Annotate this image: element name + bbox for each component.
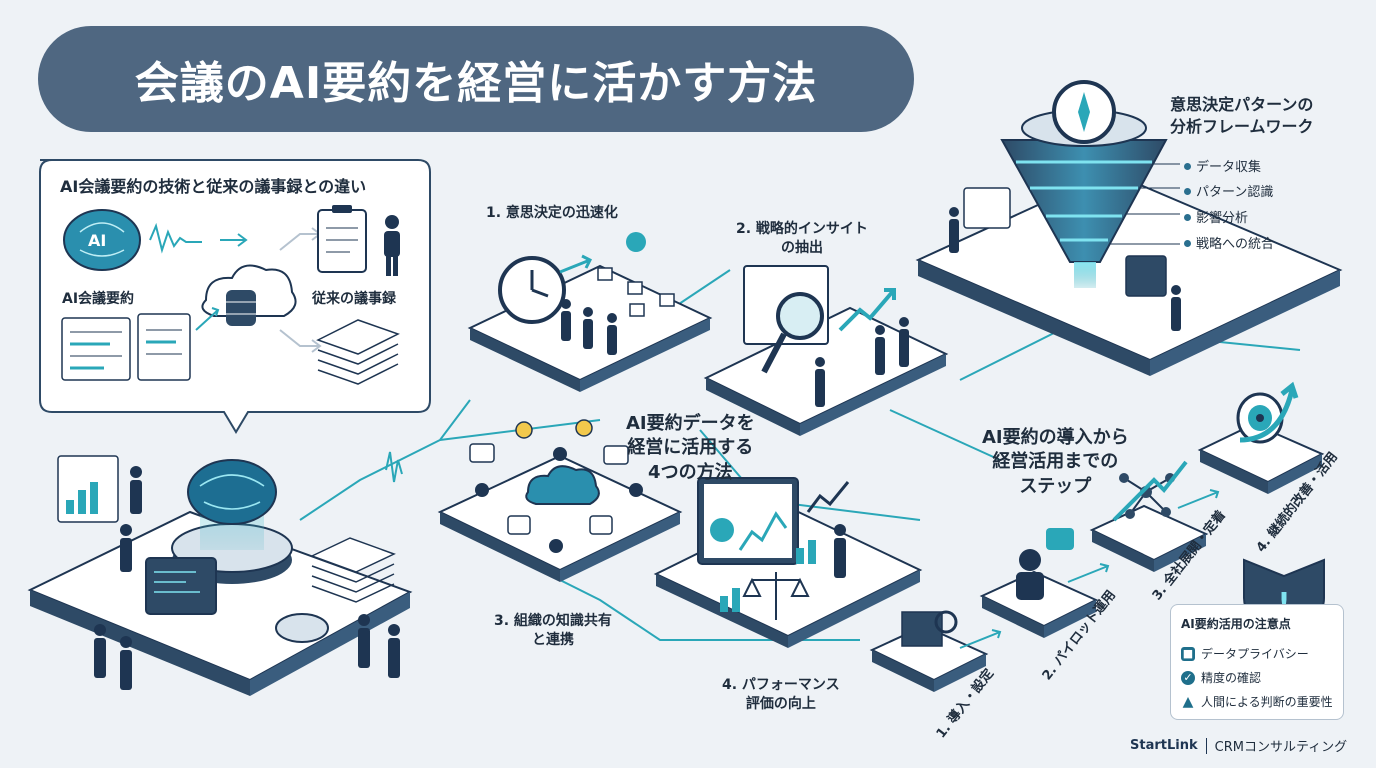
ai-summary-label: AI会議要約	[62, 291, 135, 307]
growth-arrow-icon	[838, 288, 896, 332]
page-title: 会議のAI要約を経営に活かす方法	[134, 58, 818, 109]
cautions-title: AI要約活用の注意点	[1181, 617, 1291, 631]
framework-item: データ収集	[1196, 160, 1262, 175]
waveform-icon	[149, 222, 202, 254]
method-2-label: 2. 戦略的インサイト の抽出	[736, 221, 868, 256]
traditional-minutes-label: 従来の議事録	[312, 291, 396, 307]
gear-icon	[934, 610, 958, 634]
chat-icon	[1046, 528, 1074, 550]
lock-icon: ■	[1181, 646, 1195, 661]
balance-scale-icon	[742, 572, 810, 620]
ai-hub-platform	[27, 451, 413, 696]
lightbulb-icon	[515, 421, 533, 439]
cloud-icon	[525, 465, 600, 505]
title-banner	[38, 26, 914, 132]
ai-chip-label: AI	[88, 231, 107, 250]
method1-platform	[467, 232, 713, 392]
comparison-bubble	[39, 159, 431, 434]
framework-item: 戦略への統合	[1196, 237, 1275, 252]
paper-stack-icon	[316, 319, 400, 385]
brand-logo: StartLink	[1130, 738, 1198, 753]
framework-item: パターン認識	[1196, 185, 1274, 200]
cautions-panel: AI要約活用の注意点 ■ データプライバシー ✓ 精度の確認 ▲ 人間による判断…	[1170, 604, 1344, 720]
check-icon: ✓	[1181, 670, 1195, 685]
framework-platform	[915, 80, 1343, 376]
people-icons	[94, 466, 400, 690]
magnifier-icon	[776, 292, 824, 340]
person-icon	[1016, 549, 1044, 600]
computer-monitor-icon	[145, 557, 217, 615]
framework-title: 意思決定パターンの 分析フレームワーク	[1170, 95, 1314, 136]
method-1-label: 1. 意思決定の迅速化	[486, 205, 618, 221]
brand-footer: StartLink CRMコンサルティング	[1130, 736, 1347, 755]
toolbox-icon	[901, 611, 943, 647]
caution-item: ▲ 人間による判断の重要性	[1182, 693, 1333, 710]
warning-icon: ▲	[1182, 693, 1194, 710]
waveform-icon	[385, 451, 403, 483]
person-icon	[384, 215, 400, 276]
comparison-title: AI会議要約の技術と従来の議事録との違い	[60, 177, 367, 196]
method4-platform	[653, 477, 923, 648]
glowing-brain-icon	[187, 459, 277, 525]
method2-platform	[703, 265, 949, 436]
steps-title: AI要約の導入から 経営活用までの ステップ	[982, 427, 1129, 497]
framework-item: 影響分析	[1196, 211, 1249, 226]
methods-center-title: AI要約データを 経営に活用する 4つの方法	[626, 413, 755, 483]
ai-summary-document-icon	[61, 313, 191, 381]
method3-platform	[437, 419, 683, 582]
ai-brain-icon	[63, 209, 141, 271]
method-4-label: 4. パフォーマンス 評価の向上	[722, 677, 840, 712]
document-stack-icon	[310, 537, 396, 603]
brand-service: CRMコンサルティング	[1214, 740, 1348, 755]
caution-item: ✓ 精度の確認	[1181, 669, 1261, 686]
lightbulb-icon	[575, 419, 593, 437]
caution-item: ■ データプライバシー	[1181, 646, 1309, 661]
method-3-label: 3. 組織の知識共有 と連携	[494, 613, 612, 648]
flowchart-icon	[597, 267, 675, 317]
smart-speaker-icon	[275, 613, 329, 643]
check-icon	[626, 232, 646, 252]
clipboard-icon	[317, 205, 367, 273]
